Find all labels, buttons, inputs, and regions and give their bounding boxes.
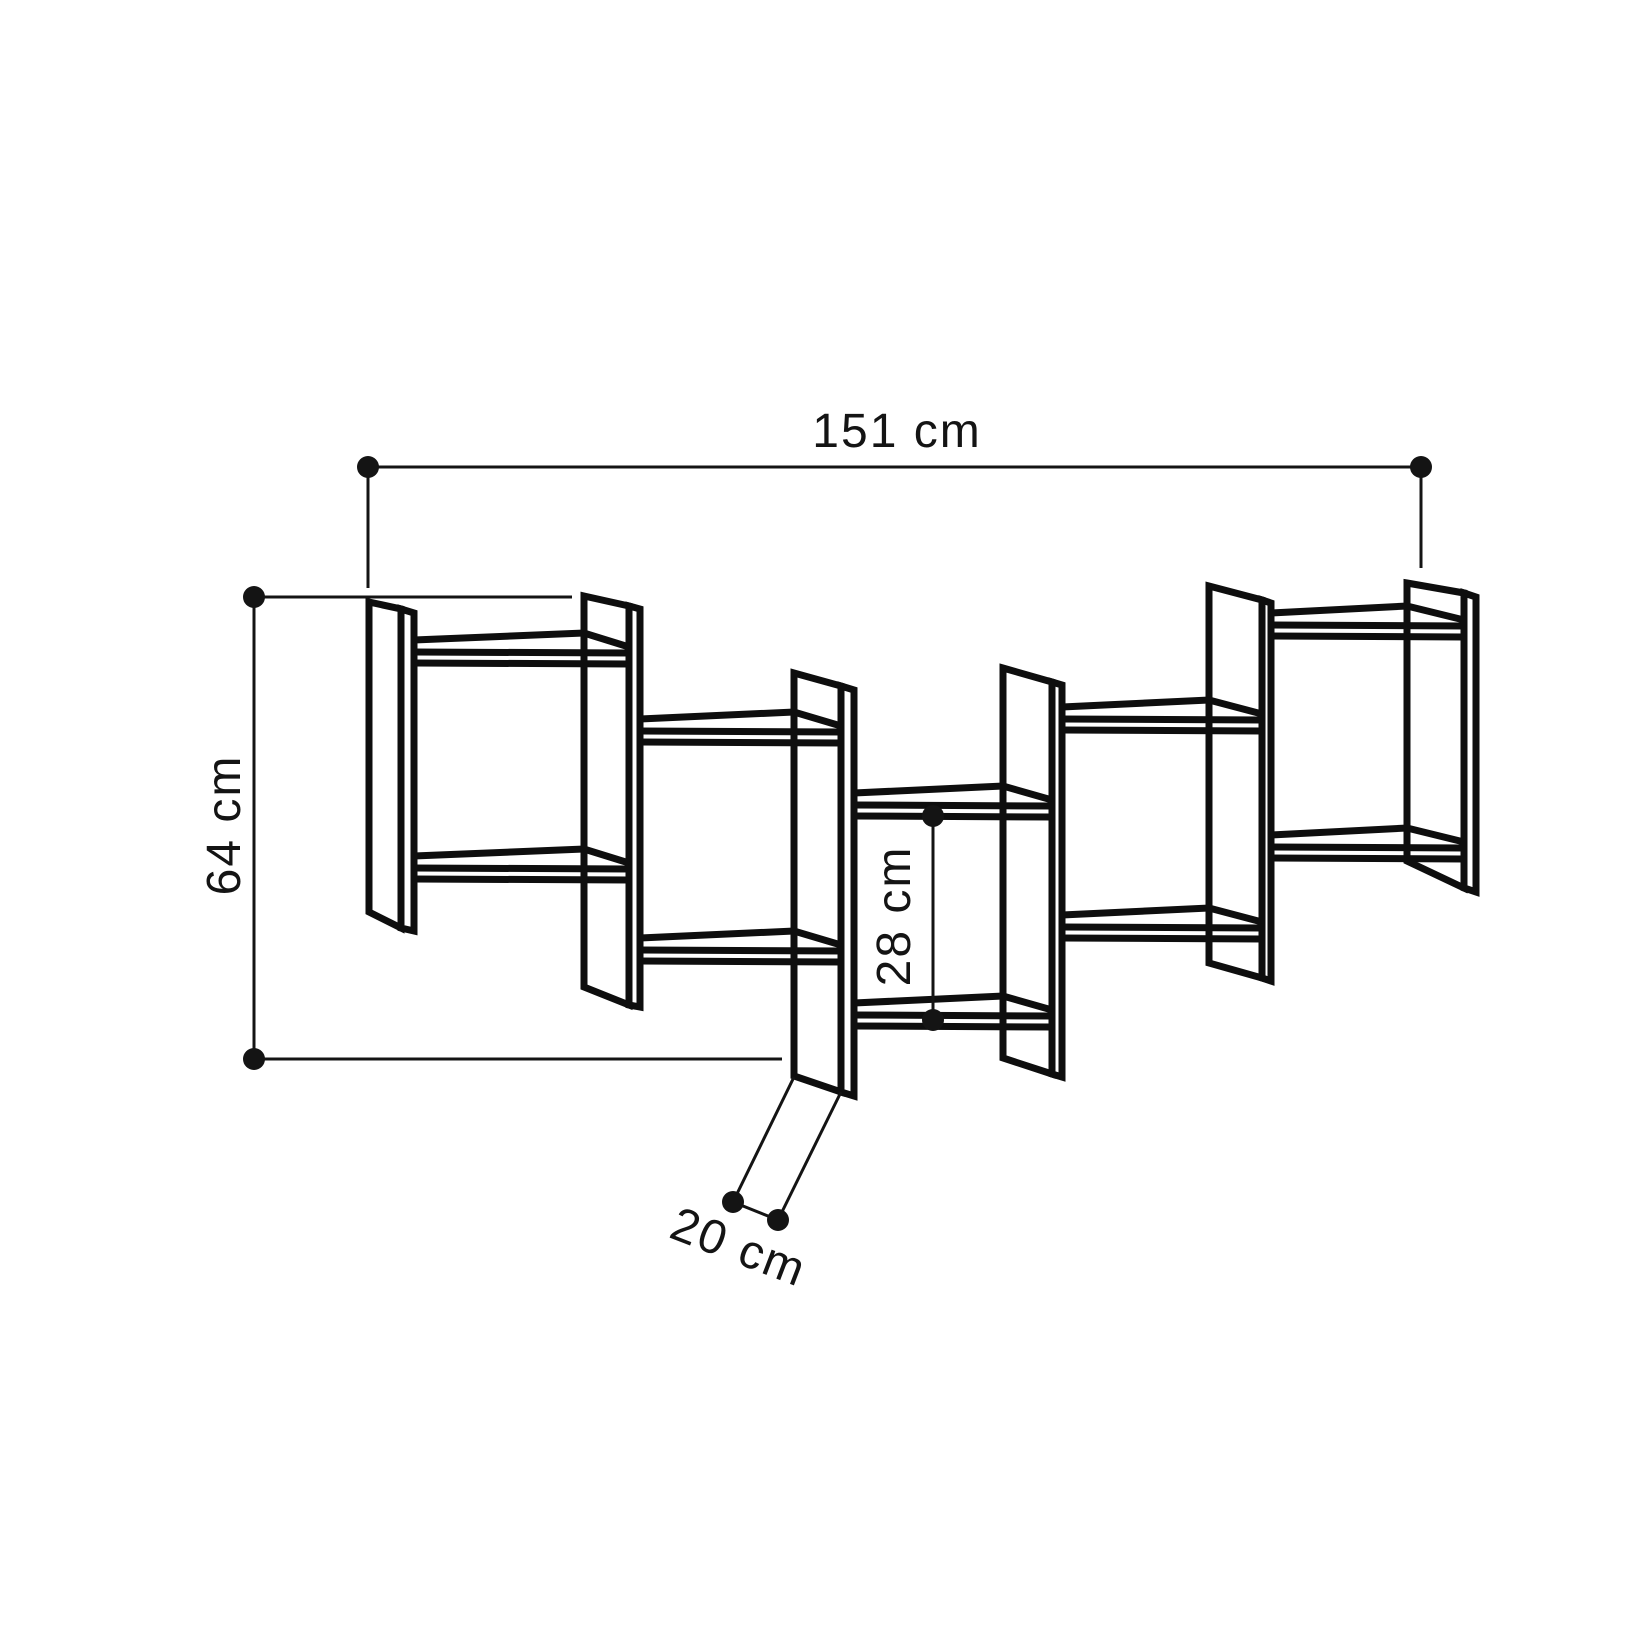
dimension-width: 151 cm: [357, 405, 1432, 588]
dimension-width-dot-left: [357, 456, 379, 478]
shelf-compartment1-bottom: [410, 845, 631, 884]
panel-3: [790, 668, 858, 1101]
dimension-inner-height-dot-top: [922, 805, 944, 827]
shelf-compartment5-top: [1267, 602, 1465, 641]
dimension-depth-extension-2: [776, 1091, 843, 1221]
panel-5-edge: [1258, 595, 1275, 986]
panel-3-face: [790, 668, 845, 1097]
dimension-depth-dot-right: [767, 1209, 789, 1231]
panel-2-edge: [625, 601, 644, 1012]
shelf-compartment5-bottom: [1267, 824, 1465, 863]
dimension-depth: 20 cm: [663, 1076, 843, 1298]
panel-1: [365, 597, 418, 936]
panel-1-edge: [397, 604, 418, 936]
dimension-inner-height-dot-bottom: [922, 1009, 944, 1031]
panel-1-face: [365, 597, 405, 934]
panel-4-edge: [1048, 677, 1066, 1082]
shelf-compartment1-top: [410, 629, 631, 668]
dimension-height-label: 64 cm: [198, 755, 251, 896]
dimension-height: 64 cm: [198, 586, 782, 1070]
panel-3-edge: [837, 681, 858, 1101]
panel-2: [580, 591, 644, 1012]
panel-4: [999, 663, 1066, 1082]
dimension-inner-height-label: 28 cm: [868, 846, 921, 987]
shelf-compartment2-bottom: [636, 927, 842, 966]
panel-2-face: [580, 591, 633, 1011]
dimension-width-label: 151 cm: [812, 405, 981, 458]
shelf-compartment4-bottom: [1058, 904, 1263, 943]
dimension-height-dot-bottom: [243, 1048, 265, 1070]
dimension-depth-dot-left: [722, 1191, 744, 1213]
panel-6: [1403, 578, 1480, 897]
panel-6-edge: [1460, 588, 1480, 897]
dimension-depth-extension-1: [731, 1076, 796, 1203]
dimension-height-dot-top: [243, 586, 265, 608]
shelf-unit: [365, 578, 1480, 1101]
dimension-inner-height: 28 cm: [868, 805, 944, 1031]
panel-5: [1205, 581, 1275, 986]
shelf-compartment3-bottom: [850, 992, 1053, 1031]
shelf-compartment3-top: [850, 782, 1053, 821]
shelf-compartment4-top: [1058, 696, 1263, 735]
dimension-depth-label: 20 cm: [663, 1198, 813, 1298]
dimension-width-dot-right: [1410, 456, 1432, 478]
shelf-compartment2-top: [636, 708, 842, 747]
